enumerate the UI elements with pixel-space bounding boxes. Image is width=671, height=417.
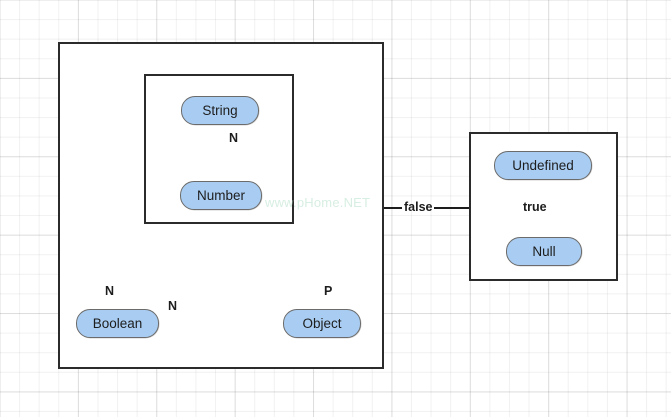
node-boolean-label: Boolean xyxy=(92,316,143,331)
edge-label-undefined-null: true xyxy=(523,200,547,214)
node-boolean[interactable]: Boolean xyxy=(76,309,159,338)
node-null-label: Null xyxy=(532,244,556,259)
edge-label-boolean-object: N xyxy=(168,299,178,313)
node-undefined-label: Undefined xyxy=(512,158,574,173)
node-string-label: String xyxy=(202,103,238,118)
edge-label-inner-object: P xyxy=(324,284,333,298)
node-number[interactable]: Number xyxy=(180,181,262,210)
edge-label-outer-right-group: false xyxy=(404,200,433,214)
node-undefined[interactable]: Undefined xyxy=(494,151,592,180)
node-string[interactable]: String xyxy=(181,96,259,125)
edge-label-inner-boolean: N xyxy=(105,284,115,298)
node-null[interactable]: Null xyxy=(506,237,582,266)
node-number-label: Number xyxy=(196,188,245,203)
edge-label-string-number: N xyxy=(229,131,239,145)
node-object[interactable]: Object xyxy=(283,309,361,338)
node-object-label: Object xyxy=(302,316,342,331)
